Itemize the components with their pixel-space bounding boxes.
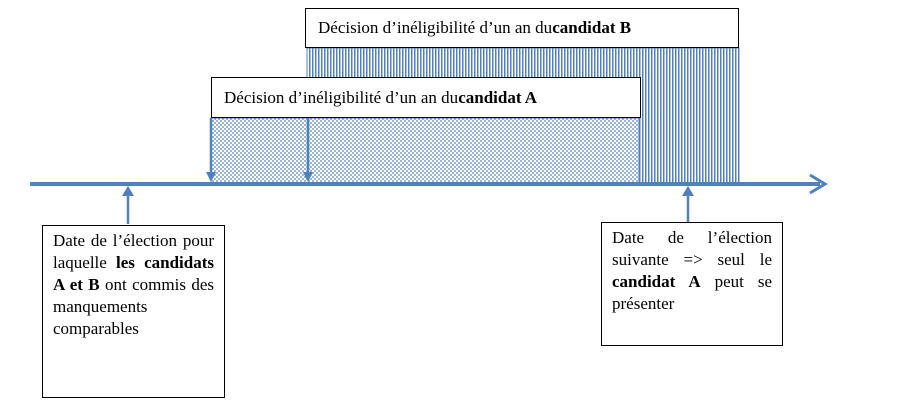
first-election-text-1: Date de l’élection pour laquelle bbox=[53, 231, 214, 272]
decision-a-candidate: candidat A bbox=[458, 87, 538, 107]
next-election-note: Date de l’élection suivante => seul le c… bbox=[601, 222, 783, 346]
timeline-arrowhead-icon bbox=[809, 173, 828, 195]
first-election-note: Date de l’élection pour laquelle les can… bbox=[42, 225, 225, 398]
decision-a-arrowhead-icon bbox=[206, 172, 216, 182]
candidate-a-ineligibility-bar bbox=[210, 117, 640, 184]
decision-b-prefix: Décision d’inéligibilité d’un an du bbox=[318, 18, 553, 37]
first-election-candidates: les candidats A et B bbox=[53, 253, 215, 294]
next-election-text-2: peut se présenter bbox=[612, 272, 772, 313]
next-election-candidate: candidat A bbox=[612, 272, 701, 291]
decision-a-label: Décision d’inéligibilité d’un an du cand… bbox=[211, 77, 641, 118]
next-election-text-1: Date de l’élection suivante => seul le bbox=[612, 228, 772, 269]
first-election-arrowhead-icon bbox=[122, 186, 134, 196]
decision-b-label: Décision d’inéligibilité d’un an du cand… bbox=[305, 8, 739, 48]
first-election-text-2: ont commis des manquements comparables bbox=[53, 275, 214, 338]
next-election-arrowhead-icon bbox=[682, 186, 694, 196]
decision-b-candidate: candidat B bbox=[552, 18, 632, 37]
decision-b-arrowhead-icon bbox=[303, 172, 313, 182]
decision-a-prefix: Décision d’inéligibilité d’un an du bbox=[224, 87, 459, 107]
